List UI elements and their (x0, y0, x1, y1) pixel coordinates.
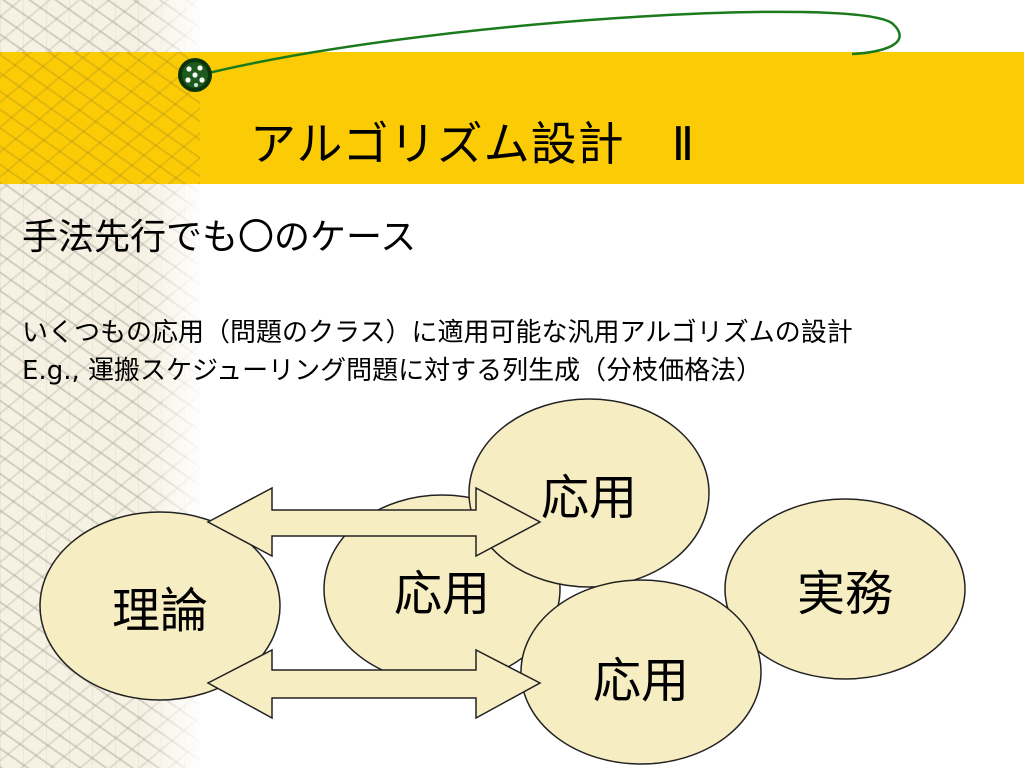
bubble-label-theory: 理論 (111, 583, 209, 639)
double-arrow-top (206, 486, 542, 558)
green-orb-icon (178, 58, 212, 92)
bubble-application-top (468, 398, 710, 588)
bubble-label-application-top: 応用 (540, 470, 638, 526)
section-heading: 手法先行でも〇のケース (22, 217, 417, 258)
double-arrow-bottom (206, 648, 542, 720)
title-band (0, 52, 1024, 184)
bubble-label-practice: 実務 (796, 566, 894, 622)
bubble-practice (724, 498, 966, 680)
bubble-label-application-bottom: 応用 (592, 653, 690, 709)
bubble-label-application-middle: 応用 (393, 566, 491, 622)
body-text-line: いくつもの応用（問題のクラス）に適用可能な汎用アルゴリズムの設計 (22, 318, 853, 348)
bubble-theory (39, 511, 281, 701)
slide-title: アルゴリズム設計 Ⅱ (250, 117, 696, 171)
body-text-line: E.g., 運搬スケジューリング問題に対する列生成（分枝価格法） (22, 356, 763, 386)
green-swoosh-line (195, 10, 901, 78)
title-band-texture (0, 52, 200, 184)
bubble-application-bottom (520, 579, 762, 765)
